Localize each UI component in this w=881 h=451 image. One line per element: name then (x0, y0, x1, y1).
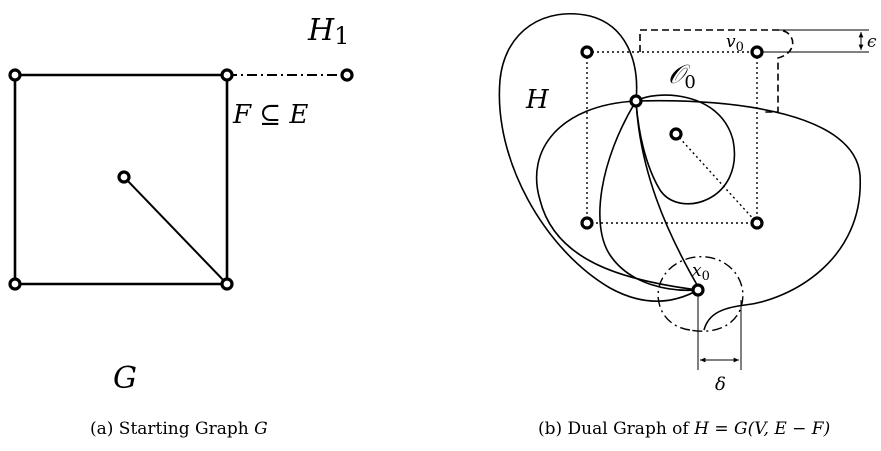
label-delta: δ (715, 374, 726, 395)
vertex-v0 (750, 45, 764, 59)
label-f-subset-e: F ⊆ E (232, 100, 308, 130)
vertex (8, 68, 22, 82)
face-curve-mid (535, 100, 699, 291)
vertex (669, 127, 683, 141)
panel-b: H 𝒪0 v0 x0 ϵ δ (b) Dual Graph of H = G(V… (498, 12, 877, 439)
label-h: H (525, 85, 550, 115)
delta-circle (657, 256, 744, 332)
dashed-loop (639, 29, 794, 113)
label-h1: H1 (307, 13, 349, 50)
panel-a: H1 F ⊆ E G (a) Starting Graph G (8, 13, 354, 439)
vertex (117, 170, 131, 184)
vertex (580, 45, 594, 59)
face-curve-inner (635, 100, 701, 291)
face-curve-teardrop (635, 94, 736, 205)
vertex (750, 216, 764, 230)
edge-diagonal (123, 176, 228, 285)
label-x0: x0 (692, 261, 710, 284)
vertex (220, 277, 234, 291)
label-o0: 𝒪0 (668, 60, 696, 93)
dotted-diagonal (675, 133, 758, 224)
caption-a: (a) Starting Graph G (90, 419, 268, 439)
vertex (8, 277, 22, 291)
vertex (340, 68, 354, 82)
caption-b: (b) Dual Graph of H = G(V, E − F) (538, 419, 830, 439)
vertex-o0 (629, 94, 643, 108)
label-g: G (113, 361, 137, 396)
vertex (220, 68, 234, 82)
vertex-x0 (691, 283, 705, 297)
vertex (580, 216, 594, 230)
label-epsilon: ϵ (867, 32, 877, 52)
face-curve-outer (498, 12, 699, 302)
face-curve-inner2 (599, 100, 699, 292)
face-curve-right (635, 99, 861, 331)
label-v0: v0 (726, 32, 744, 55)
